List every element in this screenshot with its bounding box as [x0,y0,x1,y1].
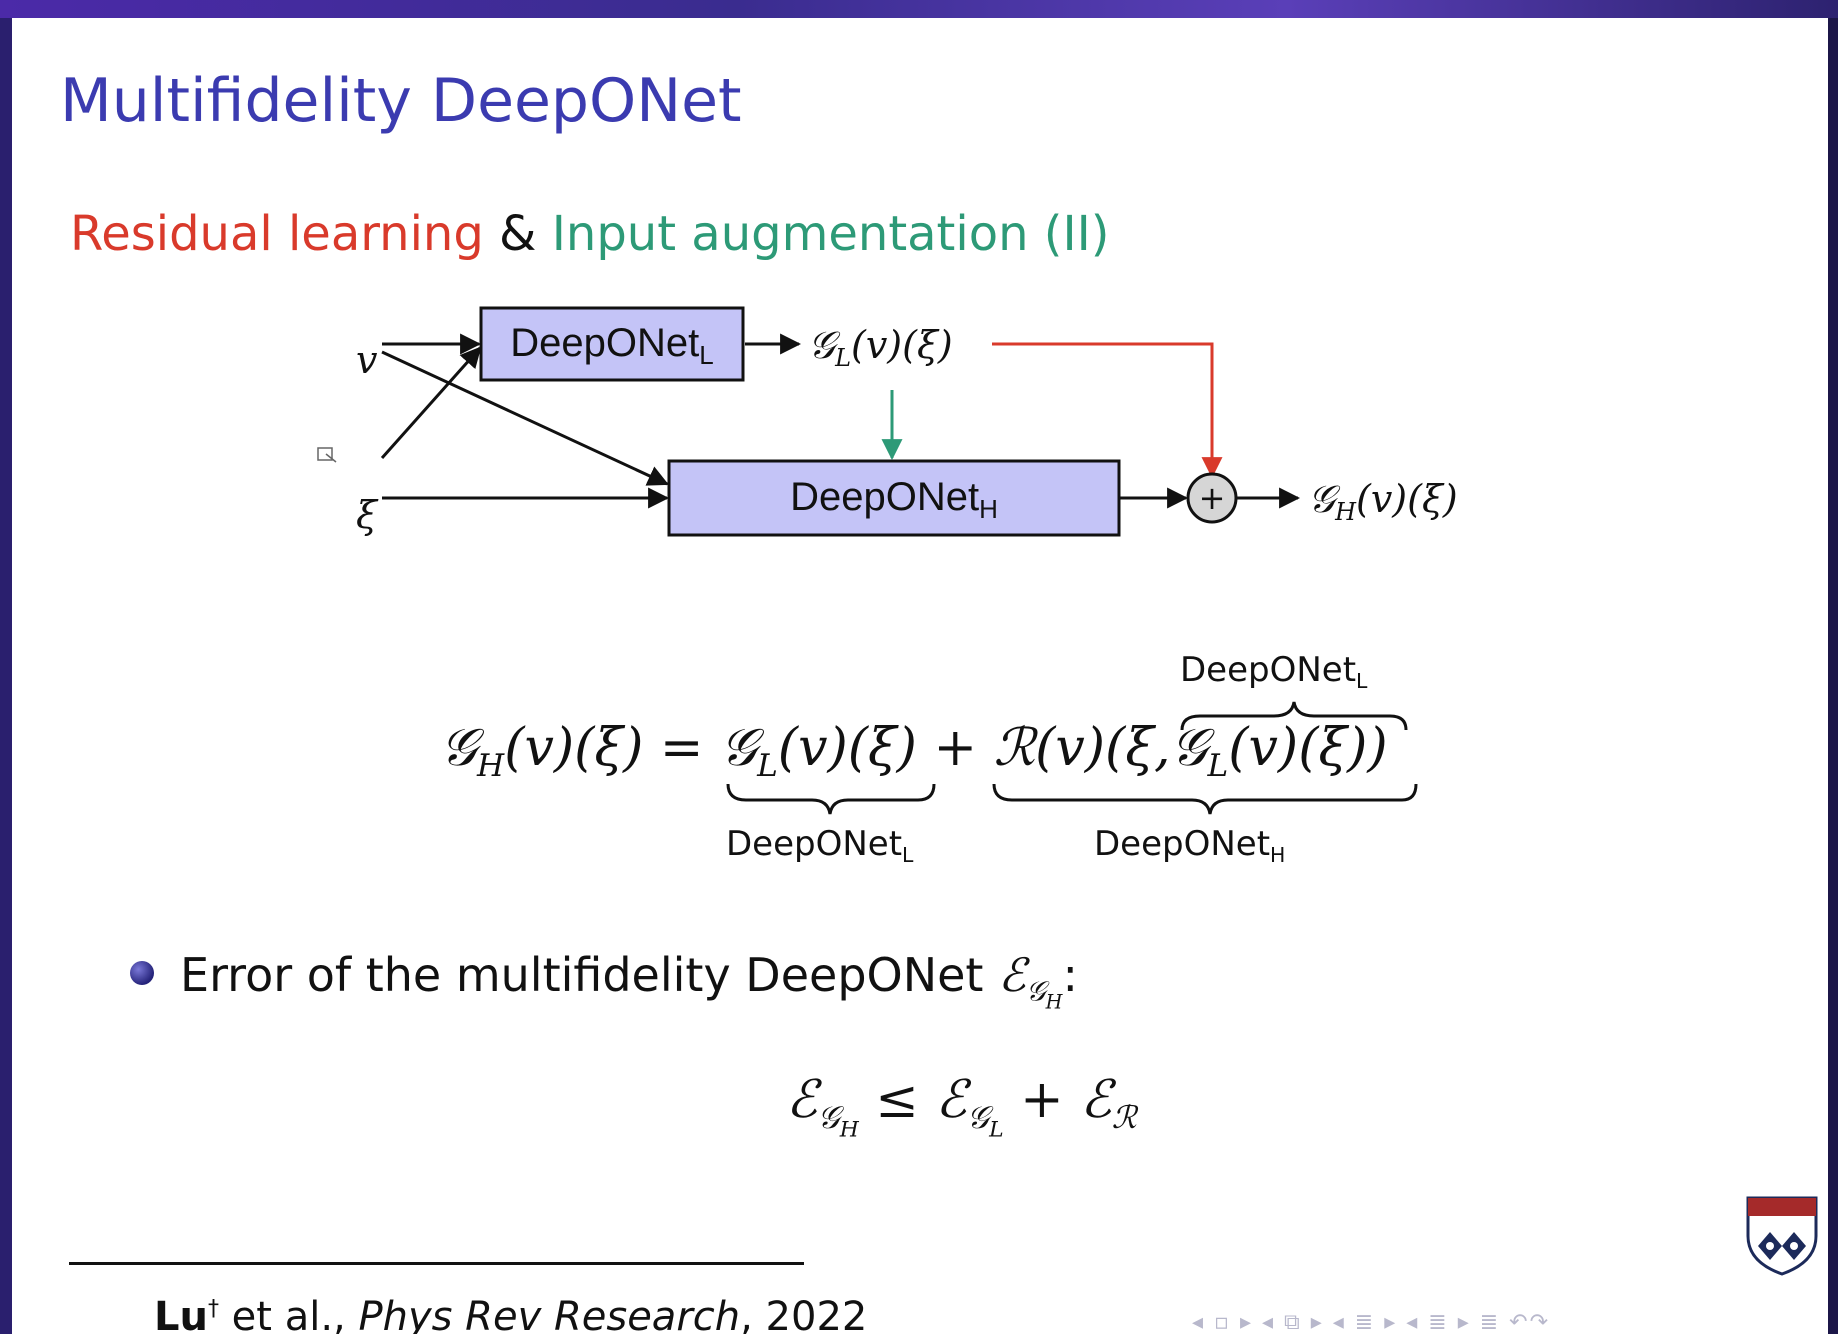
sum-node-plus: + [1199,479,1226,517]
arrow-v-to-high [381,350,669,486]
overbrace-label: DeepONetL [1180,650,1368,694]
footnote-journal: Phys Rev Research [358,1294,741,1334]
residual-arrow [992,342,1223,479]
underbrace-high-label: DeepONetH [1094,824,1286,868]
footnote-dagger: † [207,1296,219,1322]
window-left-edge [0,18,12,1334]
bullet-text: Error of the multifidelity DeepONet ℰ𝒢H: [180,948,1078,1014]
footnote-rule [69,1262,804,1265]
main-equation: 𝒢H(v)(ξ) = 𝒢L(v)(ξ) + ℛ(v)(ξ,𝒢L(v)(ξ)) [440,718,1388,784]
bullet-icon [130,961,154,985]
beamer-navigation[interactable]: ◂ ▫ ▸ ◂ ⧉ ▸ ◂ ≣ ▸ ◂ ≣ ▸ ≣ ↶↷ [1192,1310,1551,1334]
overbrace-deeponet-low [1180,701,1408,731]
subtitle-augmentation: Input augmentation (II) [551,206,1110,262]
window-right-edge [1828,18,1838,1334]
university-shield-logo [1746,1196,1818,1276]
underbrace-low-label: DeepONetL [726,824,914,868]
slide-subtitle: Residual learning & Input augmentation (… [70,206,1110,262]
page-title: Multifidelity DeepONet [60,66,742,136]
underbrace-deeponet-low [726,783,936,815]
slide: Multifidelity DeepONet Residual learning… [12,18,1828,1334]
footnote-citation: Lu† et al., Phys Rev Research, 2022 [154,1294,867,1334]
deeponet-low-main: DeepONet [510,321,699,365]
multifidelity-diagram: v ξ DeepONetL DeepONetH 𝒢L(v)(ξ) + 𝒢H(v)… [317,306,1458,537]
high-output-label: 𝒢H(v)(ξ) [1308,477,1458,526]
equation-braces [726,701,1418,815]
deeponet-low-label: DeepONetL [510,321,713,370]
error-inequality: ℰ𝒢H ≤ ℰ𝒢L + ℰℛ [786,1070,1137,1143]
deeponet-high-main: DeepONet [790,475,979,519]
mouse-cursor-icon [317,447,337,463]
deeponet-low-sub: L [699,340,713,370]
deeponet-high-box [667,459,1121,537]
deeponet-high-label: DeepONetH [790,475,998,524]
deeponet-low-box [479,306,745,382]
input-v-label: v [356,338,378,382]
subtitle-ampersand: & [483,206,552,262]
subtitle-residual: Residual learning [70,206,484,262]
deeponet-high-sub: H [979,494,998,524]
sum-node [1186,472,1238,524]
footnote-author: Lu [154,1294,208,1334]
window-top-bar [0,0,1838,18]
low-output-label: 𝒢L(v)(ξ) [808,323,953,372]
underbrace-deeponet-high [992,783,1418,815]
input-xi-label: ξ [356,493,379,537]
arrow-xi-to-low [380,346,482,459]
